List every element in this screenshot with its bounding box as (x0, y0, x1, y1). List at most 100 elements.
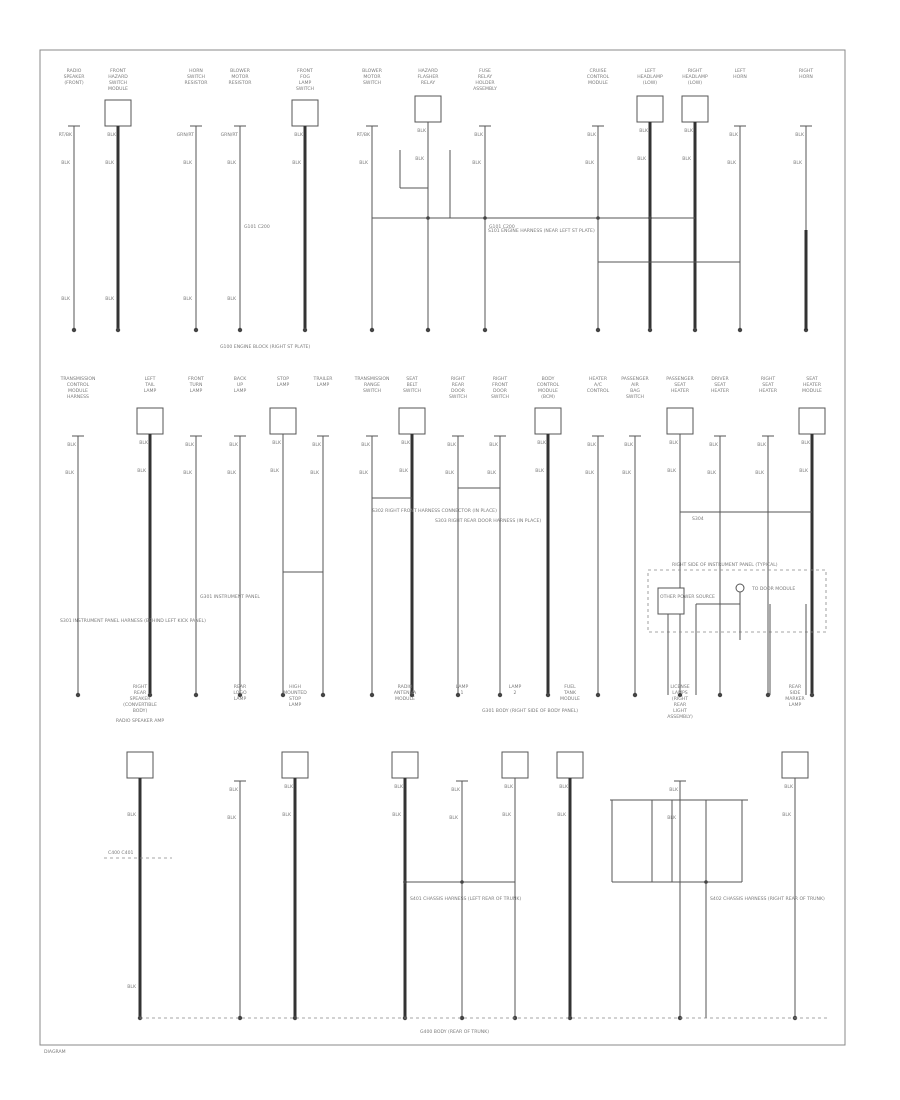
circuit-d14-label-line-0: PASSENGER (666, 376, 694, 382)
circuit-d16-label-line-0: RIGHT (761, 376, 776, 382)
circuit-c11-wire: BLK (682, 156, 692, 162)
circuit-e9-label-line-3: LAMP (789, 702, 802, 708)
circuit-c8-label-line-0: FUSE (479, 68, 491, 74)
circuit-e9-label-line-0: REAR (789, 684, 802, 690)
circuit-c12-label-line-1: HORN (733, 74, 747, 80)
circuit-d4-pin: BLK (229, 442, 239, 448)
circuit-c2-wire: BLK (105, 160, 115, 166)
circuit-d2-wire: BLK (137, 468, 147, 474)
circuit-e5-label-line-1: 1 (461, 690, 464, 696)
circuit-d5-wire: BLK (270, 468, 280, 474)
circuit-c4-splice: G101 C200 (244, 224, 270, 230)
circuit-d11-label-line-0: BODY (542, 376, 555, 382)
component-d14 (666, 407, 694, 435)
component-d8 (398, 407, 426, 435)
circuit-d12-label-line-0: HEATER (589, 376, 608, 382)
circuit-e5-pin: BLK (451, 787, 461, 793)
circuit-d1-pin: BLK (67, 442, 77, 448)
circuit-c11-label-line-0: RIGHT (688, 68, 703, 74)
circuit-e3-label-line-2: STOP (289, 696, 301, 702)
circuit-d14-pin: BLK (669, 440, 679, 446)
circuit-e2-label-line-0: REAR (234, 684, 247, 690)
circuit-e4-wire: BLK (392, 812, 402, 818)
circuit-c10-label-line-0: LEFT (645, 68, 656, 74)
component-d11 (534, 407, 562, 435)
circuit-c10-label-line-2: (LOW) (643, 80, 657, 86)
circuit-c2-pin: BLK (107, 132, 117, 138)
circuit-c12-wire: BLK (727, 160, 737, 166)
ground-point-d15 (717, 692, 723, 698)
circuit-c3-wire2: BLK (183, 296, 193, 302)
circuit-d4-wire: BLK (227, 470, 237, 476)
ground-point-c6 (369, 327, 375, 333)
row-2-splice-2: S303 RIGHT REAR DOOR HARNESS (IN PLACE) (435, 518, 541, 524)
circuit-c12-pin: BLK (729, 132, 739, 138)
circuit-d7-wire: BLK (359, 470, 369, 476)
circuit-e4-pin: BLK (394, 784, 404, 790)
circuit-e1-label-line-2: SPEAKER (130, 696, 152, 702)
circuit-d16-label-line-2: HEATER (759, 388, 778, 394)
circuit-c5-label-line-3: SWITCH (296, 86, 314, 92)
circuit-c8-label-line-2: HOLDER (475, 80, 495, 86)
circuit-d8-label-line-0: SEAT (406, 376, 418, 382)
circuit-d8-label-line-1: BELT (407, 382, 418, 388)
circuit-d11-pin: BLK (537, 440, 547, 446)
circuit-d4-label-line-0: BACK (234, 376, 247, 382)
circuit-d16-pin: BLK (757, 442, 767, 448)
ground-point-d2 (147, 692, 153, 698)
circuit-e8: LICENSELAMPS(RIGHTREARLIGHTASSEMBLY)BLKB… (667, 684, 693, 1021)
ground-point-d3 (193, 692, 199, 698)
circuit-c7-wire: BLK (415, 156, 425, 162)
circuit-d5-label-line-1: LAMP (277, 382, 290, 388)
row-2-splice-3: G301 INSTRUMENT PANEL (200, 594, 260, 600)
circuit-d5-pin: BLK (272, 440, 282, 446)
circuit-c3-label-line-1: SWITCH (187, 74, 205, 80)
circuit-d17-pin: BLK (801, 440, 811, 446)
circuit-d6-wire: BLK (310, 470, 320, 476)
component-c5 (291, 99, 319, 127)
circuit-e9-wire: BLK (782, 812, 792, 818)
component-e3 (281, 751, 309, 779)
circuit-c8-pin: BLK (474, 132, 484, 138)
circuit-d4-label-line-2: LAMP (234, 388, 247, 394)
circuit-d11-label-line-2: MODULE (538, 388, 558, 394)
circuit-d16-label-line-1: SEAT (762, 382, 774, 388)
circuit-e1-label-line-0: RIGHT (133, 684, 148, 690)
row-3-ground-note: G400 BODY (REAR OF TRUNK) (420, 1029, 489, 1035)
circuit-d17-label-line-2: MODULE (802, 388, 822, 394)
circuit-d7-label-line-0: TRANSMISSION (354, 376, 390, 382)
circuit-d12-label-line-2: CONTROL (587, 388, 610, 394)
circuit-d2-label-line-2: LAMP (144, 388, 157, 394)
ground-point-e5 (459, 1015, 465, 1021)
component-c10 (636, 95, 664, 123)
circuit-d5-label-line-0: STOP (277, 376, 289, 382)
circuit-c10-wire: BLK (637, 156, 647, 162)
row-3-connections: S401 CHASSIS HARNESS (LEFT REAR OF TRUNK… (104, 799, 830, 1035)
circuit-d14-wire: BLK (667, 468, 677, 474)
circuit-e6-label-line-1: 2 (514, 690, 517, 696)
circuit-e1-label-line-4: BODY) (133, 708, 148, 714)
circuit-e3-label-line-0: HIGH (289, 684, 301, 690)
circuit-d12-wire: BLK (585, 470, 595, 476)
ground-point-c1 (71, 327, 77, 333)
circuit-c2-label-line-0: FRONT (110, 68, 126, 74)
circuit-e8-label-line-0: LICENSE (670, 684, 689, 690)
circuit-d9-label-line-2: DOOR (451, 388, 466, 394)
circuit-e9-pin: BLK (784, 784, 794, 790)
circuit-c4-wire2: BLK (227, 296, 237, 302)
circuit-e4-label-line-1: ANTENNA (394, 690, 417, 696)
circuit-d3-label-line-0: FRONT (188, 376, 204, 382)
circuit-e3-wire: BLK (282, 812, 292, 818)
circuit-d7-label-line-2: SWITCH (363, 388, 381, 394)
circuit-c9-wire: BLK (585, 160, 595, 166)
